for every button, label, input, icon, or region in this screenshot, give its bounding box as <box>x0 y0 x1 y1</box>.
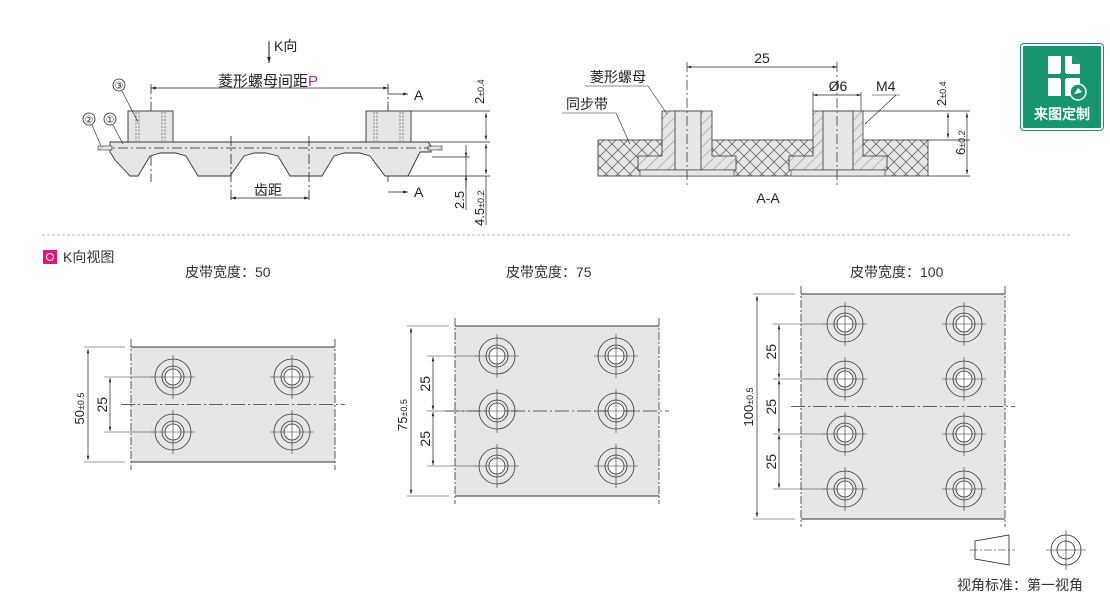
belt-width-dim: 50±0.5 <box>72 393 87 425</box>
pitch-dim: 25 <box>417 431 433 447</box>
custom-drawing-icon <box>1048 56 1087 101</box>
k-view-heading: K向视图 <box>43 247 114 267</box>
k-view-title: K向视图 <box>63 249 115 265</box>
section-mark-bottom: A <box>414 184 424 200</box>
thread-label: M4 <box>876 78 896 94</box>
section-title: A-A <box>756 190 780 206</box>
nut-left <box>127 110 174 143</box>
pitch-dim: 25 <box>417 376 433 392</box>
pitch-dim: 25 <box>763 399 779 415</box>
section-view: 25 Ø6 M4 菱形螺母 同步带 2±0.4 6±0.2 A-A <box>562 50 970 206</box>
belt-caption-50: 皮带宽度：50 <box>185 264 271 280</box>
callout-2: ② <box>85 115 94 126</box>
custom-drawing-badge[interactable]: 来图定制 <box>1021 44 1103 130</box>
pitch-dim: 25 <box>763 344 779 360</box>
section-nut-height-dim: 2±0.4 <box>934 81 949 106</box>
section-mark-top: A <box>414 87 424 103</box>
nut-spacing-label: 菱形螺母间距P <box>218 73 318 90</box>
belt-profile <box>109 141 432 177</box>
pitch-label: 齿距 <box>254 182 282 198</box>
belt-thickness-dim: 4.5±0.2 <box>472 190 487 226</box>
nut-right <box>365 110 412 143</box>
diameter-dim: Ø6 <box>829 78 848 94</box>
belt-caption-75: 皮带宽度：75 <box>506 264 592 280</box>
total-height-dim: 6±0.2 <box>953 130 968 155</box>
callout-3: ③ <box>115 81 124 92</box>
projection-label: 视角标准：第一视角 <box>957 577 1083 593</box>
spacing-dim: 25 <box>754 50 770 66</box>
section-marker-icon <box>43 250 57 264</box>
side-view: K向 菱形螺母间距P A A 齿距 ③ <box>82 38 490 226</box>
k-direction-label: K向 <box>274 38 297 54</box>
tooth-depth-dim: 2.5 <box>452 191 467 209</box>
nut-label: 菱形螺母 <box>590 69 646 85</box>
pitch-dim: 25 <box>94 397 110 413</box>
belt-caption-100: 皮带宽度：100 <box>850 264 944 280</box>
first-angle-projection-symbol <box>970 530 1086 570</box>
pitch-dim: 25 <box>763 454 779 470</box>
k-view-belts: 50±0.5 25 75±0.5 25 25 100±0.5 25 25 25 <box>72 286 1015 527</box>
nut-height-dim: 2±0.4 <box>472 79 487 104</box>
belt-width-dim: 100±0.5 <box>741 387 756 426</box>
belt-width-dim: 75±0.5 <box>395 399 410 431</box>
belt-label: 同步带 <box>566 96 608 112</box>
badge-label: 来图定制 <box>1034 106 1090 122</box>
callout-1: ① <box>106 115 115 126</box>
